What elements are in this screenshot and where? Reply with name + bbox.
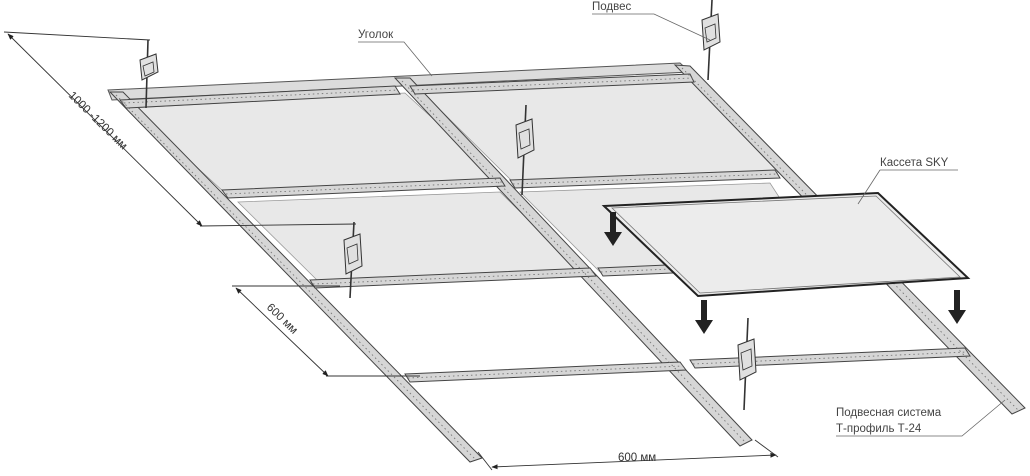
label-system-line2: Т-профиль Т-24	[836, 423, 922, 435]
down-arrows	[604, 212, 966, 334]
t-profile	[393, 77, 753, 447]
label-system-line1: Подвесная система	[836, 407, 942, 419]
t-profile	[404, 361, 687, 383]
dimension-module-side	[232, 285, 420, 377]
t-profile	[221, 177, 506, 199]
t-profile	[509, 169, 781, 189]
callout-leaders	[358, 13, 1006, 437]
down-arrow-icon	[695, 300, 713, 334]
hanger	[701, 0, 721, 81]
down-arrow-icon	[948, 290, 966, 324]
label-cassette: Кассета SKY	[880, 157, 949, 169]
dimension-module-front	[477, 439, 779, 471]
cassette-sky-panel	[601, 191, 971, 298]
dimension-span	[3, 31, 357, 227]
t-profile	[409, 73, 695, 95]
dimension-module-front-label: 600 мм	[618, 452, 656, 464]
hanger	[737, 317, 757, 411]
hanger	[515, 104, 535, 196]
label-corner: Уголок	[358, 29, 394, 41]
t-profile	[689, 347, 971, 369]
label-hanger: Подвес	[592, 1, 631, 13]
down-arrow-icon	[604, 212, 622, 246]
hanger	[343, 221, 363, 299]
